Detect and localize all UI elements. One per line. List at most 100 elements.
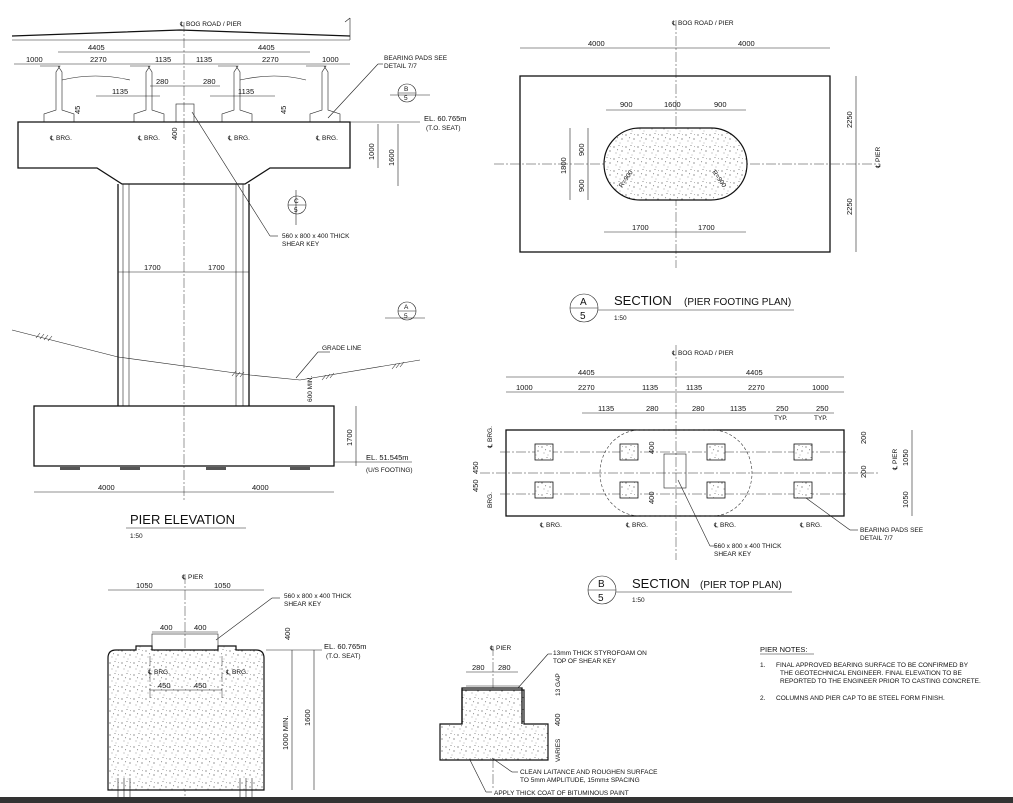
tp-sub-dim-6: 1000 bbox=[812, 383, 829, 392]
fp-side-dim-1: 900 bbox=[577, 143, 586, 156]
tp-brg-bottom-4: ℄ BRG. bbox=[799, 522, 822, 529]
girders bbox=[40, 65, 341, 123]
fp-pier-label: ℄ PIER bbox=[875, 147, 882, 169]
tp-sub-dim-1: 1000 bbox=[516, 383, 533, 392]
skd-top-dim-2: 280 bbox=[498, 663, 511, 672]
note-2-num: 2. bbox=[760, 695, 766, 702]
pier-footing bbox=[33, 405, 335, 467]
tp-top-dim-1: 4405 bbox=[578, 368, 595, 377]
sc-el-top-sub: (T.O. SEAT) bbox=[326, 653, 361, 660]
elev-shear-key bbox=[175, 103, 195, 123]
tp-pier-label: ℄ PIER bbox=[892, 449, 899, 471]
skd-note-clean-2: TO 5mm AMPLITUDE, 15mm± SPACING bbox=[520, 777, 640, 784]
fp-title-letter: A bbox=[580, 297, 587, 308]
tp-sub-dim-5: 2270 bbox=[748, 383, 765, 392]
elev-mid-dim-1: 1135 bbox=[112, 87, 128, 96]
fp-title-sub: (PIER FOOTING PLAN) bbox=[684, 297, 791, 308]
fp-right-dim-2: 2250 bbox=[845, 198, 854, 215]
elev-cap-dim-1: 1000 bbox=[367, 143, 376, 160]
grade-line bbox=[11, 329, 421, 381]
svg-text:C: C bbox=[294, 198, 299, 205]
tp-brg-bottom-1: ℄ BRG. bbox=[539, 522, 562, 529]
elev-el-top: EL. 60.765m bbox=[424, 114, 467, 123]
tp-brg-bottom-3: ℄ BRG. bbox=[713, 522, 736, 529]
elev-mid-dim-3: 280 bbox=[203, 77, 216, 86]
tp-typ-2: TYP. bbox=[814, 415, 828, 422]
elev-brg-1: ℄ BRG. bbox=[49, 135, 72, 142]
tp-brg-bottom-2: ℄ BRG. bbox=[625, 522, 648, 529]
elev-small-dim-2: 45 bbox=[279, 106, 288, 114]
sc-el-top: EL. 60.765m bbox=[324, 642, 367, 651]
fp-inner-dim-3: 900 bbox=[714, 100, 727, 109]
tp-mid-dim-2: 280 bbox=[646, 404, 659, 413]
elev-sub-dim-3: 1135 bbox=[155, 55, 171, 64]
pier-notes: PIER NOTES: 1. FINAL APPROVED BEARING SU… bbox=[760, 645, 981, 702]
sc-brg-2: ℄ BRG. bbox=[225, 669, 248, 676]
elev-footing-height: 1700 bbox=[345, 429, 354, 446]
elev-brg-3: ℄ BRG. bbox=[227, 135, 250, 142]
elev-footing-dim-2: 4000 bbox=[252, 483, 269, 492]
svg-text:A: A bbox=[404, 304, 409, 311]
elev-scale: 1:50 bbox=[130, 533, 143, 540]
elev-bearing-note-1: BEARING PADS SEE bbox=[384, 55, 448, 62]
pier-top-plan: ℄ BOG ROAD / PIER 4405 4405 1000 2270 11… bbox=[471, 345, 924, 605]
elev-sub-dim-4: 1135 bbox=[196, 55, 212, 64]
cap-section bbox=[107, 645, 265, 791]
elev-grade-label: GRADE LINE bbox=[322, 345, 362, 352]
sc-height-dim-2: 1600 bbox=[303, 709, 312, 726]
tp-sub-dim-4: 1135 bbox=[686, 383, 702, 392]
notes-heading: PIER NOTES: bbox=[760, 645, 808, 654]
sc-pier-label: ℄ PIER bbox=[181, 574, 203, 581]
tp-right-dim-2: 1050 bbox=[901, 491, 910, 508]
elev-brg-4: ℄ BRG. bbox=[315, 135, 338, 142]
skd-pier-label: ℄ PIER bbox=[489, 645, 511, 652]
elev-small-dim-1: 45 bbox=[73, 106, 82, 114]
fp-inner-dim-1: 900 bbox=[620, 100, 633, 109]
section-marker-b: B 5 bbox=[390, 83, 430, 103]
tp-typ-1: TYP. bbox=[774, 415, 788, 422]
skd-note-paint: APPLY THICK COAT OF BITUMINOUS PAINT bbox=[494, 790, 629, 797]
pier-column bbox=[117, 184, 250, 406]
note-1-line-1: FINAL APPROVED BEARING SURFACE TO BE CON… bbox=[776, 662, 969, 669]
tp-left-dim-2: 450 bbox=[471, 479, 480, 492]
tp-sub-dim-2: 2270 bbox=[578, 383, 595, 392]
fp-inner-dim-2: 1600 bbox=[664, 100, 681, 109]
sc-top-dim-2: 1050 bbox=[214, 581, 231, 590]
sc-pad-dim-1: 450 bbox=[158, 681, 171, 690]
note-2-line-1: COLUMNS AND PIER CAP TO BE STEEL FORM FI… bbox=[776, 695, 945, 702]
elev-mid-dim-2: 280 bbox=[156, 77, 169, 86]
sc-shear-dim-1: 400 bbox=[160, 623, 173, 632]
elev-bearing-note-2: DETAIL 7/7 bbox=[384, 63, 417, 70]
elev-top-dim-1: 4405 bbox=[88, 43, 105, 52]
svg-text:5: 5 bbox=[404, 313, 408, 320]
tp-title-letter: B bbox=[598, 579, 605, 590]
tp-left-dim-1: 450 bbox=[471, 461, 480, 474]
elev-title: PIER ELEVATION bbox=[130, 512, 235, 527]
sc-brg-1: ℄ BRG. bbox=[147, 669, 170, 676]
tp-title-sub: (PIER TOP PLAN) bbox=[700, 580, 782, 591]
elev-footing-dim-1: 4000 bbox=[98, 483, 115, 492]
fp-top-dim-1: 4000 bbox=[588, 39, 605, 48]
sc-pad-dim-2: 450 bbox=[194, 681, 207, 690]
sc-shear-note-1: 560 x 800 x 400 THICK bbox=[284, 593, 352, 600]
tp-pad-dim-4: 400 bbox=[647, 491, 656, 504]
elev-col-dim-1: 1700 bbox=[144, 263, 161, 272]
tp-pad-dim-2: 200 bbox=[859, 465, 868, 478]
fp-scale: 1:50 bbox=[614, 315, 627, 322]
note-1-line-3: REPORTED TO THE ENGINEER PRIOR TO CASTIN… bbox=[780, 678, 981, 685]
sc-shear-note-2: SHEAR KEY bbox=[284, 601, 322, 608]
elev-top-dim-2: 4405 bbox=[258, 43, 275, 52]
svg-text:5: 5 bbox=[404, 95, 408, 102]
tp-title: SECTION bbox=[632, 576, 690, 591]
tp-title-sheet: 5 bbox=[598, 593, 604, 604]
tp-pad-dim-1: 200 bbox=[859, 431, 868, 444]
tp-mid-dim-6: 250 bbox=[816, 404, 829, 413]
elev-sub-dim-5: 2270 bbox=[262, 55, 279, 64]
tp-bearing-note-2: DETAIL 7/7 bbox=[860, 535, 893, 542]
tp-mid-dim-4: 1135 bbox=[730, 404, 746, 413]
tp-shear-key bbox=[663, 453, 687, 489]
tp-shear-note-1: 560 x 800 x 400 THICK bbox=[714, 543, 782, 550]
fp-bottom-dim-2: 1700 bbox=[698, 223, 715, 232]
svg-text:5: 5 bbox=[294, 207, 298, 214]
